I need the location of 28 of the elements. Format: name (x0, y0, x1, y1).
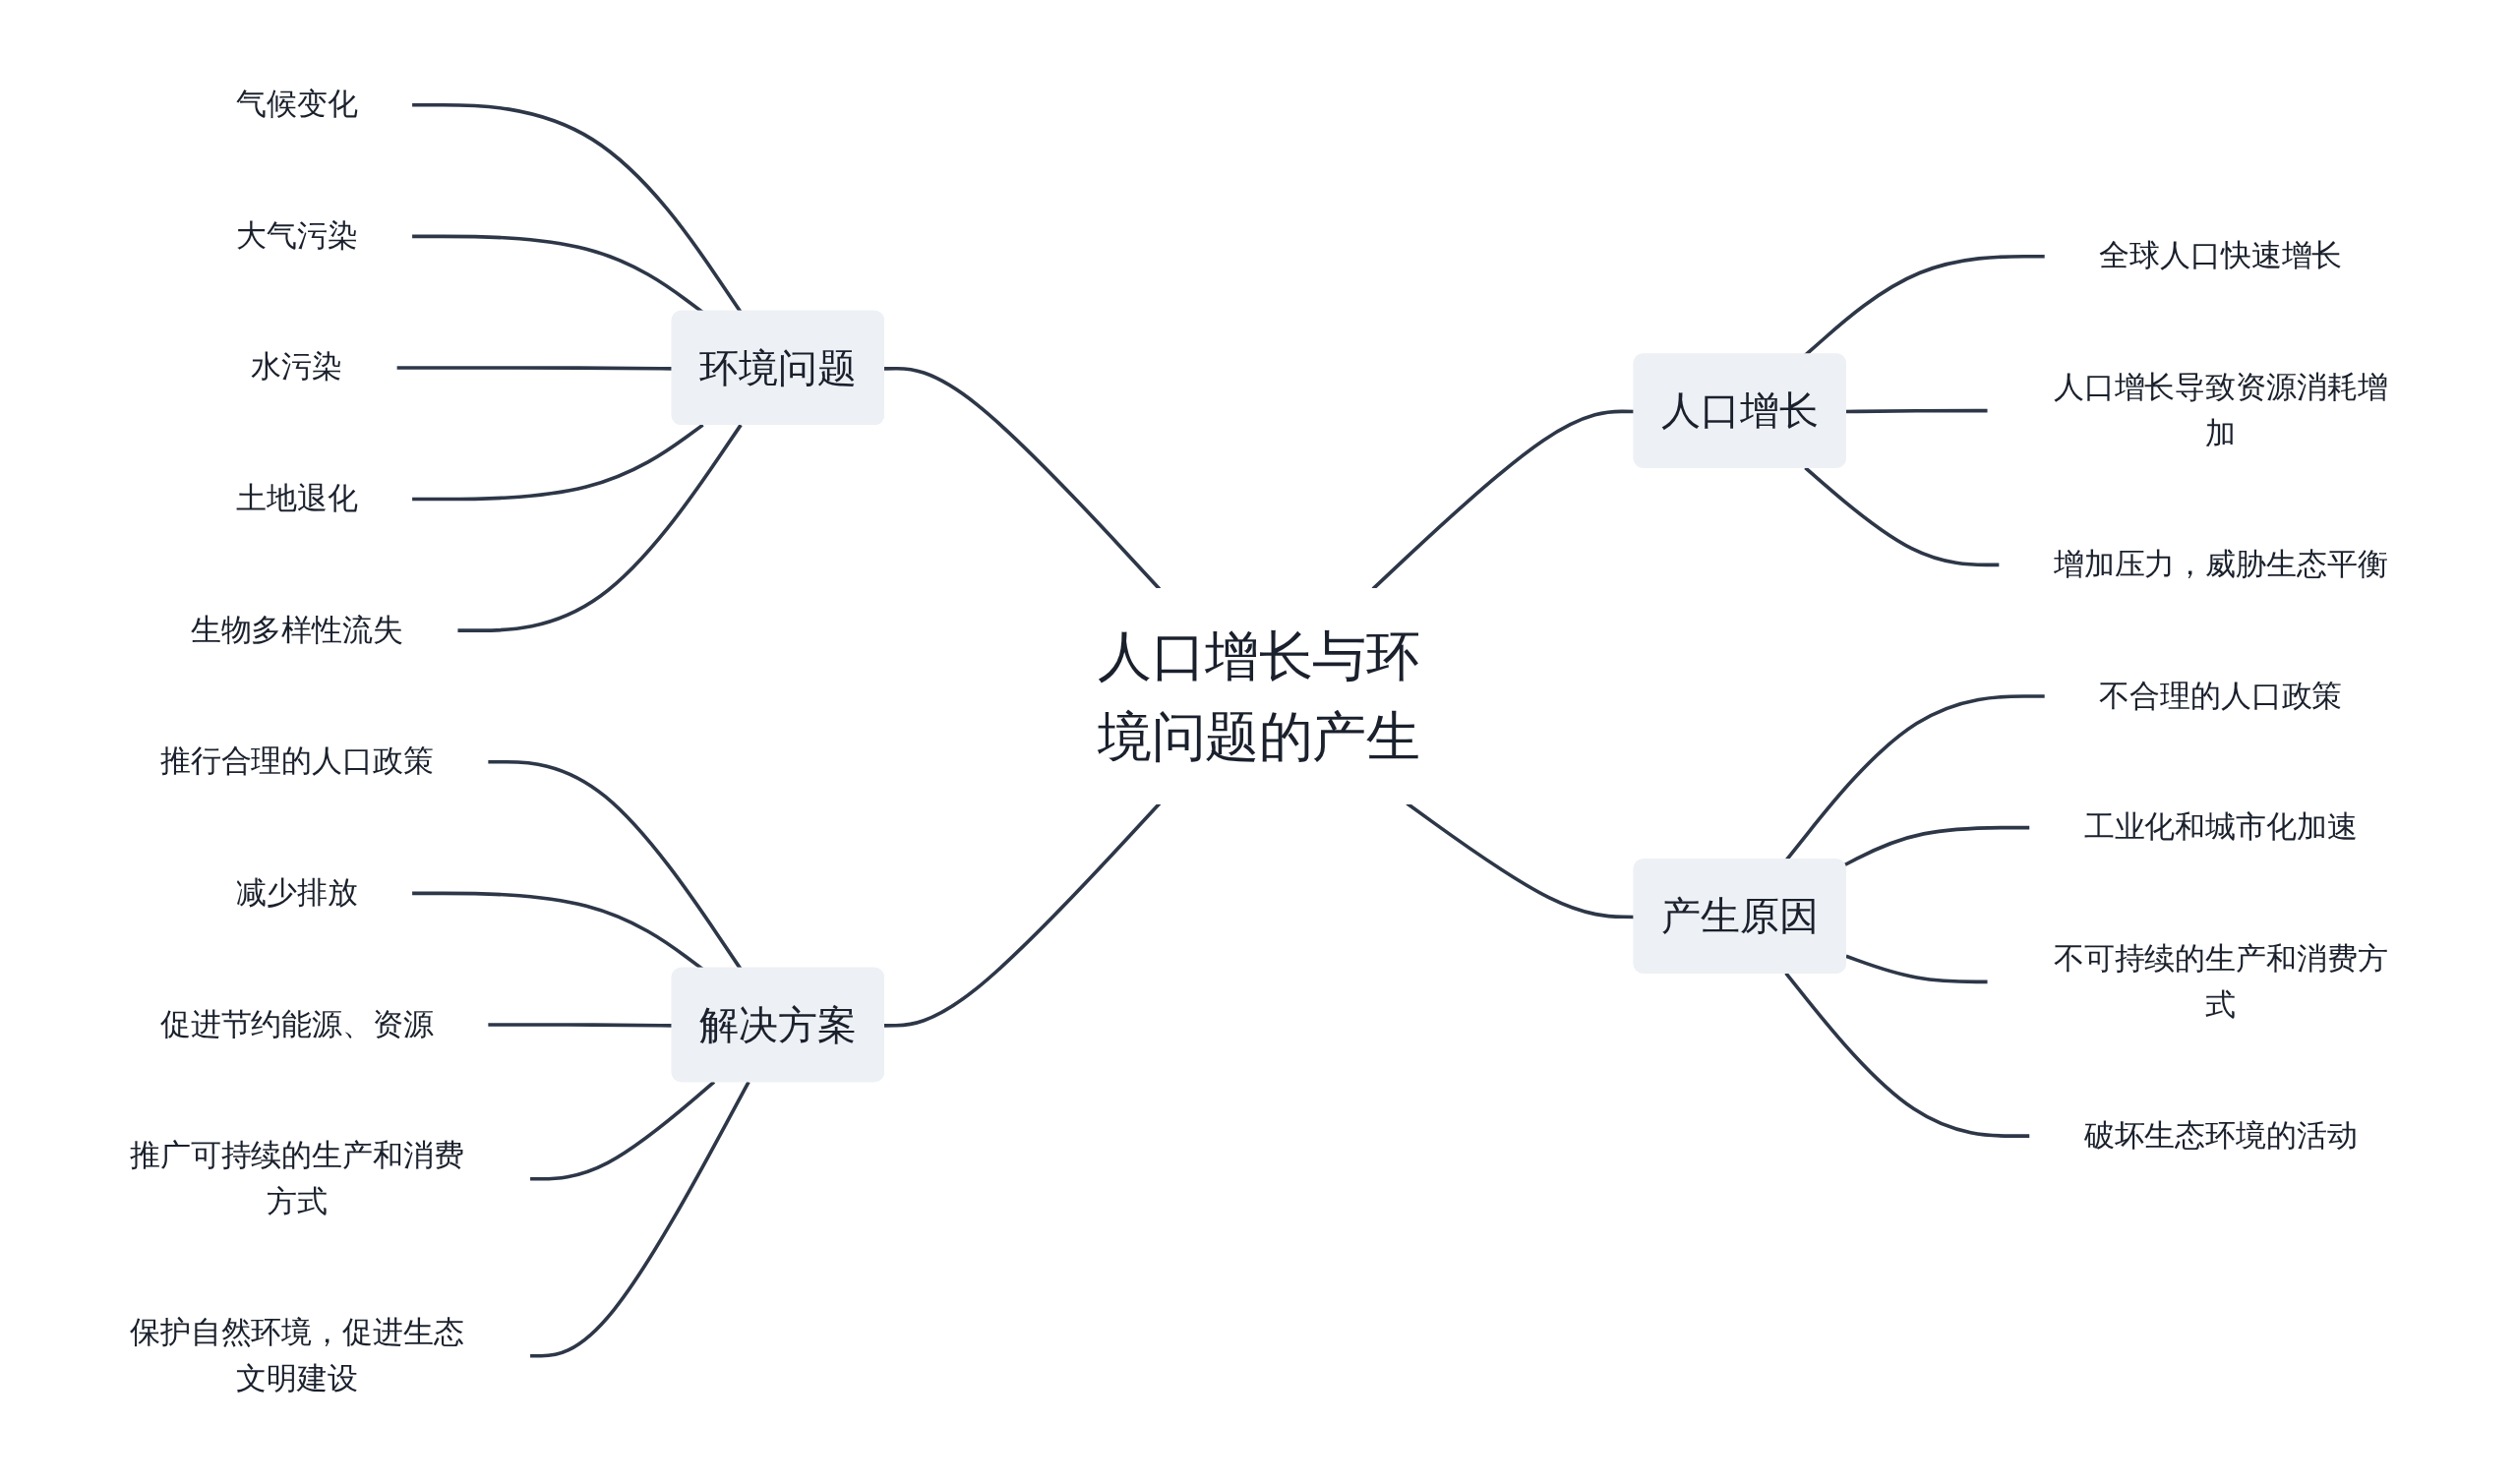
connector (1784, 972, 2031, 1139)
node-text: 大气污染 (236, 216, 358, 254)
connector (1846, 408, 1989, 414)
node-text: 气候变化 (236, 86, 358, 122)
node-text: 推行合理的人口政策 (159, 742, 435, 779)
node-text: 增加压力，威胁生态平衡 (2053, 546, 2388, 582)
connector (411, 423, 704, 502)
node-text: 生物多样性流失 (190, 611, 404, 648)
node-text: 土地退化 (236, 480, 358, 516)
connector (529, 1080, 716, 1181)
node-text: 全球人口快速增长 (2099, 237, 2343, 273)
connector (884, 367, 1162, 591)
connector (529, 1081, 750, 1358)
connector (1845, 954, 1989, 984)
node-text: 推广可持续的生产和消费方式 (130, 1137, 465, 1218)
connector (1843, 825, 2031, 867)
connector (1804, 466, 2001, 567)
node-text: 工业化和城市化加速 (2083, 808, 2359, 845)
connector (456, 424, 743, 633)
node-text: 破坏生态环境的活动 (2083, 1116, 2359, 1154)
node-text: 水污染 (251, 348, 343, 385)
node-text: 不合理的人口政策 (2099, 677, 2343, 713)
node-text: 促进节约能源、资源 (159, 1005, 435, 1041)
node-text: 人口增长导致资源消耗增加 (2053, 369, 2388, 450)
node-text: 不可持续的生产和消费方式 (2053, 939, 2388, 1022)
node-text: 保护自然环境，促进生态文明建设 (130, 1314, 465, 1395)
node-text: 人口增长与环境问题的产生 (1098, 624, 1420, 768)
node-text: 减少排放 (236, 874, 358, 911)
